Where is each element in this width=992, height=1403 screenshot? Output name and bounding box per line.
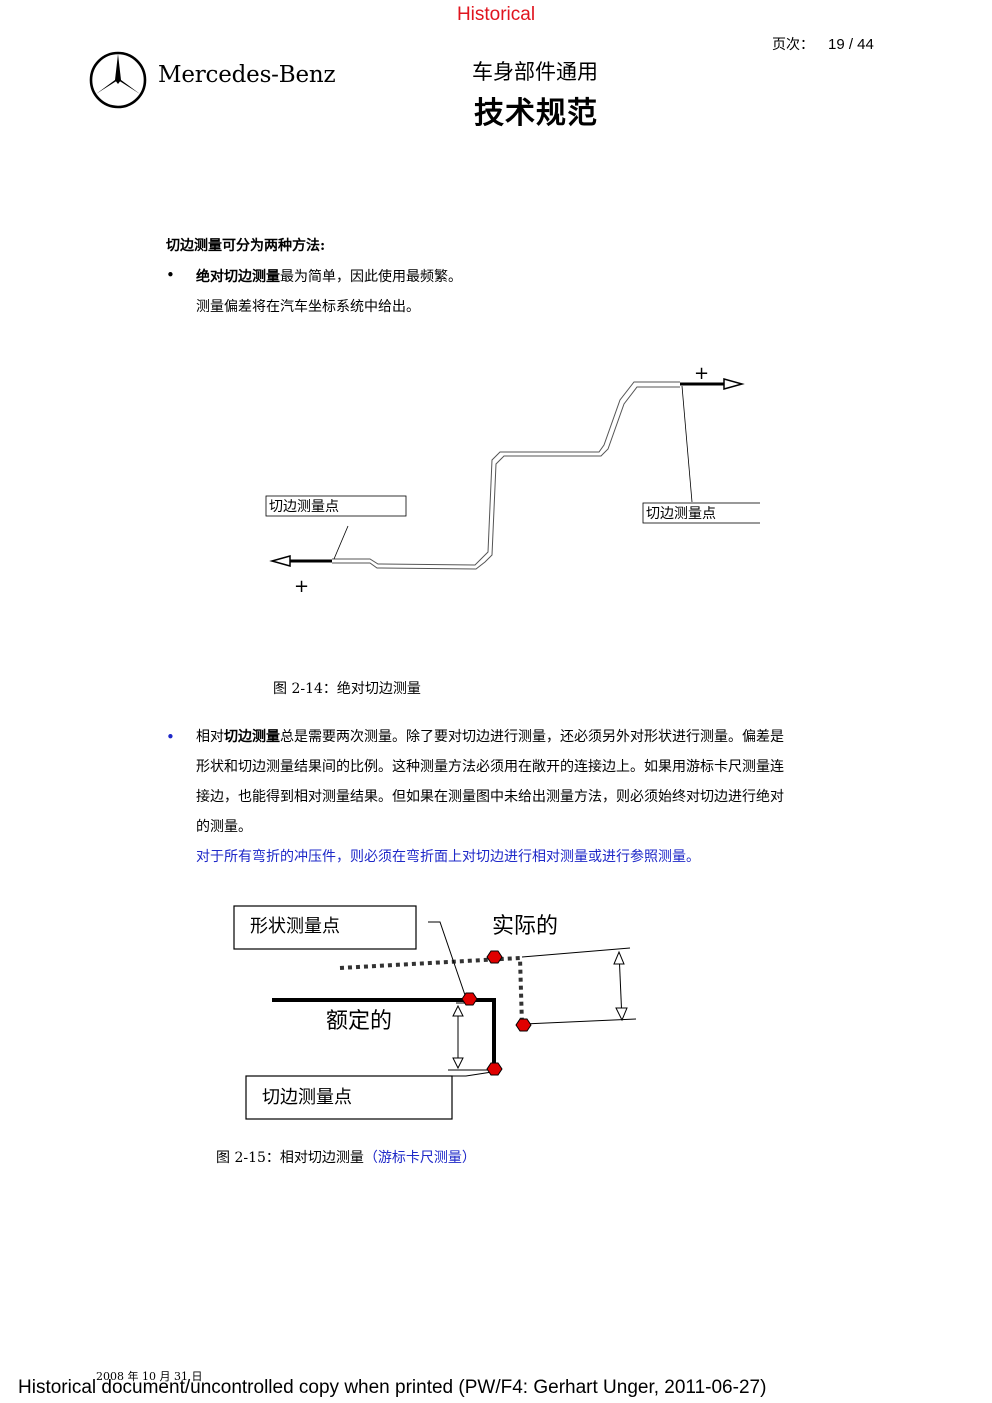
- intro-text: 切边测量可分为两种方法:: [166, 238, 326, 254]
- bullet2-blue-note: 对于所有弯折的冲压件，则必须在弯折面上对切边进行相对测量或进行参照测量。: [196, 849, 700, 865]
- bullet2-line1: 相对切边测量总是需要两次测量。除了要对切边进行测量，还必须另外对形状进行测量。偏…: [196, 727, 784, 747]
- bullet2-line3: 接边，也能得到相对测量结果。但如果在测量图中未给出测量方法，则必须始终对切边进行…: [196, 789, 784, 805]
- fig1-plus-top: +: [694, 363, 709, 384]
- page-number: 页次： 19 / 44: [772, 34, 874, 54]
- fig2-label-shape: 形状测量点: [250, 916, 340, 937]
- bullet1-line2: 测量偏差将在汽车坐标系统中给出。: [196, 299, 420, 315]
- fig2-shape-label-box: [233, 905, 417, 950]
- fig1-label-box-right: [642, 502, 760, 524]
- bullet1-rest: 最为简单，因此使用最频繁。: [280, 269, 462, 285]
- bullet2-bold: 切边测量: [224, 729, 280, 745]
- footer-date: 2008 年 10 月 31 日: [96, 1370, 203, 1383]
- fig2-edge-label-box: [245, 1075, 453, 1120]
- bullet1-bold: 绝对切边测量: [196, 269, 280, 285]
- page-value: 19 / 44: [828, 36, 874, 53]
- bullet2-line4: 的测量。: [196, 819, 252, 835]
- fig2-nominal-edge-point: [486, 1062, 503, 1076]
- fig2-label-actual: 实际的: [492, 914, 558, 939]
- brand-name: Mercedes-Benz: [158, 62, 336, 88]
- fig2-label-edge: 切边测量点: [262, 1087, 352, 1108]
- fig1-label-right: 切边测量点: [646, 506, 716, 522]
- fig2-nominal-shape-point: [461, 992, 478, 1006]
- bullet-dot: •: [166, 266, 175, 284]
- fig1-label-left: 切边测量点: [269, 499, 339, 515]
- bullet2-line2: 形状和切边测量结果间的比例。这种测量方法必须用在敞开的连接边上。如果用游标卡尺测…: [196, 759, 784, 775]
- fig2-actual-edge-point: [515, 1018, 532, 1032]
- document-subtitle: 车身部件通用: [472, 60, 598, 84]
- fig2-caption-blue: （游标卡尺测量）: [363, 1150, 476, 1166]
- figure-2-15-caption: 图 2-15：相对切边测量（游标卡尺测量）: [216, 1147, 476, 1167]
- fig1-label-box-left: [265, 495, 407, 517]
- fig2-label-nominal: 额定的: [326, 1009, 392, 1034]
- mercedes-star-icon: [88, 50, 148, 114]
- page-label: 页次：: [772, 37, 814, 53]
- historical-footer-watermark: Historical document/uncontrolled copy wh…: [18, 1377, 767, 1398]
- figure-relative-edge-measurement: 形状测量点 切边测量点 实际的 额定的: [233, 905, 637, 1120]
- fig1-plus-bottom: +: [294, 576, 309, 597]
- figure-2-14-caption: 图 2-14：绝对切边测量: [273, 681, 421, 697]
- figure-absolute-edge-measurement: 切边测量点 切边测量点 + +: [265, 363, 760, 597]
- bullet-dot-blue: •: [166, 728, 175, 746]
- document-title: 技术规范: [474, 96, 598, 131]
- fig2-caption-black: 图 2-15：相对切边测量: [216, 1150, 364, 1166]
- bullet2-line1-rest: 总是需要两次测量。除了要对切边进行测量，还必须另外对形状进行测量。偏差是: [280, 729, 784, 745]
- fig2-actual-top-point: [486, 950, 503, 964]
- bullet2-prefix: 相对: [196, 729, 224, 745]
- bullet1-text: 绝对切边测量最为简单，因此使用最频繁。: [196, 267, 462, 287]
- historical-watermark: Historical: [456, 4, 536, 25]
